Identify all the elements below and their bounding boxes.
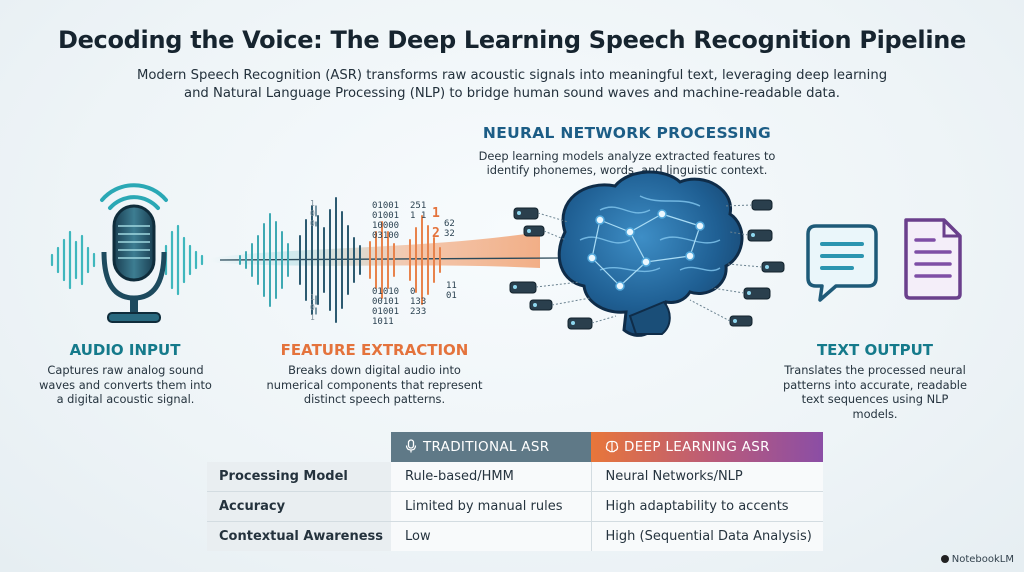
row-label: Processing Model — [207, 462, 391, 492]
text-output-desc: Translates the processed neural patterns… — [783, 363, 967, 421]
header-traditional-label: TRADITIONAL ASR — [423, 439, 550, 455]
binary-top-3: 03100 — [372, 231, 399, 241]
svg-text:0: 0 — [310, 303, 315, 312]
binary-top-num-0: 251 — [410, 201, 426, 211]
binary-bottom-num-4: 01 — [446, 291, 457, 301]
document-icon — [904, 218, 962, 300]
brain-small-icon — [605, 440, 619, 453]
subtitle-line-1: Modern Speech Recognition (ASR) transfor… — [136, 68, 888, 83]
comparison-table: TRADITIONAL ASR DEEP LEARNING ASR Proces… — [207, 432, 823, 551]
neural-network-desc-line-2: identify phonemes, words, and linguistic… — [486, 163, 768, 177]
binary-bottom-num-3: 11 — [446, 281, 457, 291]
svg-text:0: 0 — [310, 209, 315, 218]
binary-accent-0: 1 — [432, 206, 440, 221]
microphone-small-icon — [405, 439, 417, 453]
binary-bottom-num-1: 133 — [410, 297, 426, 307]
header-deep-learning-asr: DEEP LEARNING ASR — [591, 432, 823, 462]
brand-watermark: NotebookLM — [940, 554, 1014, 565]
brand-label: NotebookLM — [951, 554, 1014, 565]
binary-top-1: 01001 — [372, 211, 399, 221]
svg-text:1: 1 — [310, 313, 315, 322]
feature-extraction-title: FEATURE EXTRACTION — [280, 341, 469, 359]
neural-network-title: NEURAL NETWORK PROCESSING — [482, 124, 772, 142]
chat-bubble-icon — [806, 224, 878, 302]
binary-top-num-1: 1 1 — [410, 211, 426, 221]
binary-accent-1: 2 — [432, 226, 440, 241]
data-chips — [509, 199, 785, 330]
audio-input-desc: Captures raw analog sound waves and conv… — [39, 363, 212, 406]
text-output-title: TEXT OUTPUT — [816, 341, 934, 359]
page-title: Decoding the Voice: The Deep Learning Sp… — [57, 26, 967, 54]
table-row: Processing Model Rule-based/HMM Neural N… — [207, 462, 823, 492]
svg-text:1: 1 — [310, 199, 315, 208]
header-traditional-asr: TRADITIONAL ASR — [391, 432, 591, 462]
binary-side-num-0: 62 — [444, 219, 455, 229]
deep-value: High adaptability to accents — [591, 491, 823, 522]
neural-network-desc-line-1: Deep learning models analyze extracted f… — [478, 149, 776, 163]
binary-bottom-num-0: 0 — [410, 287, 415, 297]
waveform — [239, 197, 441, 323]
notebooklm-logo-icon — [940, 555, 949, 563]
header-deep-label: DEEP LEARNING ASR — [624, 439, 770, 455]
table-row: Contextual Awareness Low High (Sequentia… — [207, 521, 823, 551]
table-row: Accuracy Limited by manual rules High ad… — [207, 491, 823, 522]
subtitle-line-2: and Natural Language Processing (NLP) to… — [183, 86, 840, 101]
binary-bottom-num-2: 233 — [410, 307, 426, 317]
svg-text:0: 0 — [310, 219, 315, 228]
binary-bottom-0: 01010 — [372, 287, 399, 297]
feature-extraction-desc: Breaks down digital audio into numerical… — [266, 363, 483, 406]
traditional-value: Limited by manual rules — [391, 491, 592, 522]
binary-top-0: 01001 — [372, 201, 399, 211]
deep-value: Neural Networks/NLP — [591, 462, 823, 492]
audio-input-title: AUDIO INPUT — [69, 341, 181, 359]
row-label: Accuracy — [207, 491, 391, 522]
binary-bottom-2: 01001 — [372, 307, 399, 317]
binary-top-2: 10000 — [372, 221, 399, 231]
brain-icon — [557, 170, 744, 337]
binary-bottom-1: 00101 — [372, 297, 399, 307]
binary-digits: 01001 01001 10000 03100 251 1 1 01010 00… — [310, 199, 457, 327]
deep-value: High (Sequential Data Analysis) — [591, 521, 823, 551]
row-label: Contextual Awareness — [207, 521, 391, 551]
table-header-row: TRADITIONAL ASR DEEP LEARNING ASR — [207, 432, 823, 462]
binary-side-num-1: 32 — [444, 229, 455, 239]
traditional-value: Low — [391, 521, 592, 551]
traditional-value: Rule-based/HMM — [391, 462, 592, 492]
microphone-icon — [100, 183, 168, 323]
binary-bottom-3: 1011 — [372, 317, 394, 327]
svg-text:1: 1 — [310, 293, 315, 302]
